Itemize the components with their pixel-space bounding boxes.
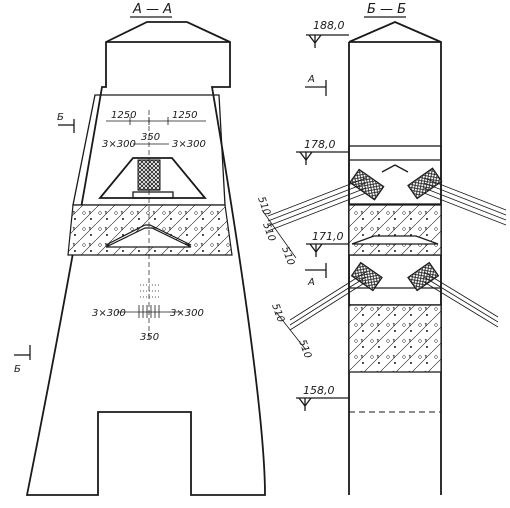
- bolt-ticks: [117, 305, 181, 318]
- dim-510-e: 510: [296, 338, 313, 360]
- concrete-band-lower: [348, 304, 442, 373]
- dim-3x300-mid-right: 3×300: [170, 308, 204, 319]
- svg-text:Б: Б: [57, 112, 64, 123]
- cables-upper-left: [267, 177, 367, 232]
- anchor-upper-left: [349, 168, 385, 201]
- dim-chain-top: [106, 117, 206, 145]
- anchor-lower-right: [407, 261, 440, 292]
- cut-mark-a-upper: А: [305, 74, 327, 96]
- section-b-b: Б — Б 188,0 178,0 171,0 158,0: [255, 2, 507, 495]
- column-outline: [348, 21, 442, 495]
- dim-350-top: 350: [141, 132, 160, 143]
- pier-outline-left: [25, 21, 266, 496]
- cut-mark-b-upper: Б: [57, 112, 75, 133]
- dim-510-d: 510: [269, 302, 286, 324]
- svg-text:А: А: [307, 277, 315, 288]
- svg-text:Б: Б: [14, 364, 21, 375]
- dim-3x300-top-left: 3×300: [102, 139, 136, 150]
- dim-1250-left: 1250: [111, 110, 136, 121]
- title-a-a: А — А: [132, 2, 172, 17]
- dim-3x300-mid-left: 3×300: [92, 308, 126, 319]
- level-171: 171,0: [306, 230, 349, 257]
- bolt-cluster: [140, 284, 160, 298]
- dim-510-b: 510: [260, 221, 277, 243]
- cables-upper-right: [423, 177, 507, 226]
- concrete-band-upper: [348, 204, 442, 256]
- svg-text:158,0: 158,0: [303, 384, 335, 397]
- dim-350-bottom: 350: [140, 332, 159, 343]
- dim-1250-right: 1250: [172, 110, 197, 121]
- upper-chamber: [348, 145, 442, 205]
- inner-wedge: [105, 227, 192, 248]
- section-a-a: А — А 1250 1250 350 3×300 3×300 3×300 3×…: [14, 2, 266, 496]
- anchor-lower-left: [350, 261, 383, 292]
- dim-510-c: 510: [279, 245, 296, 267]
- level-158: 158,0: [296, 384, 441, 413]
- level-178: 178,0: [296, 138, 349, 165]
- cables-lower-right: [423, 271, 499, 328]
- title-b-b: Б — Б: [367, 2, 406, 17]
- dim-510-a: 510: [255, 195, 272, 217]
- svg-text:171,0: 171,0: [312, 230, 344, 243]
- svg-text:178,0: 178,0: [304, 138, 336, 151]
- inner-wedge-right: [351, 235, 439, 245]
- svg-text:А: А: [307, 74, 315, 85]
- cut-mark-b-lower: Б: [14, 345, 31, 375]
- svg-text:188,0: 188,0: [313, 19, 345, 32]
- dim-510-group: [261, 209, 307, 351]
- cut-mark-a-lower: А: [305, 263, 327, 288]
- dim-3x300-top-right: 3×300: [172, 139, 206, 150]
- cables-lower-left: [289, 271, 367, 331]
- level-188: 188,0: [306, 19, 349, 48]
